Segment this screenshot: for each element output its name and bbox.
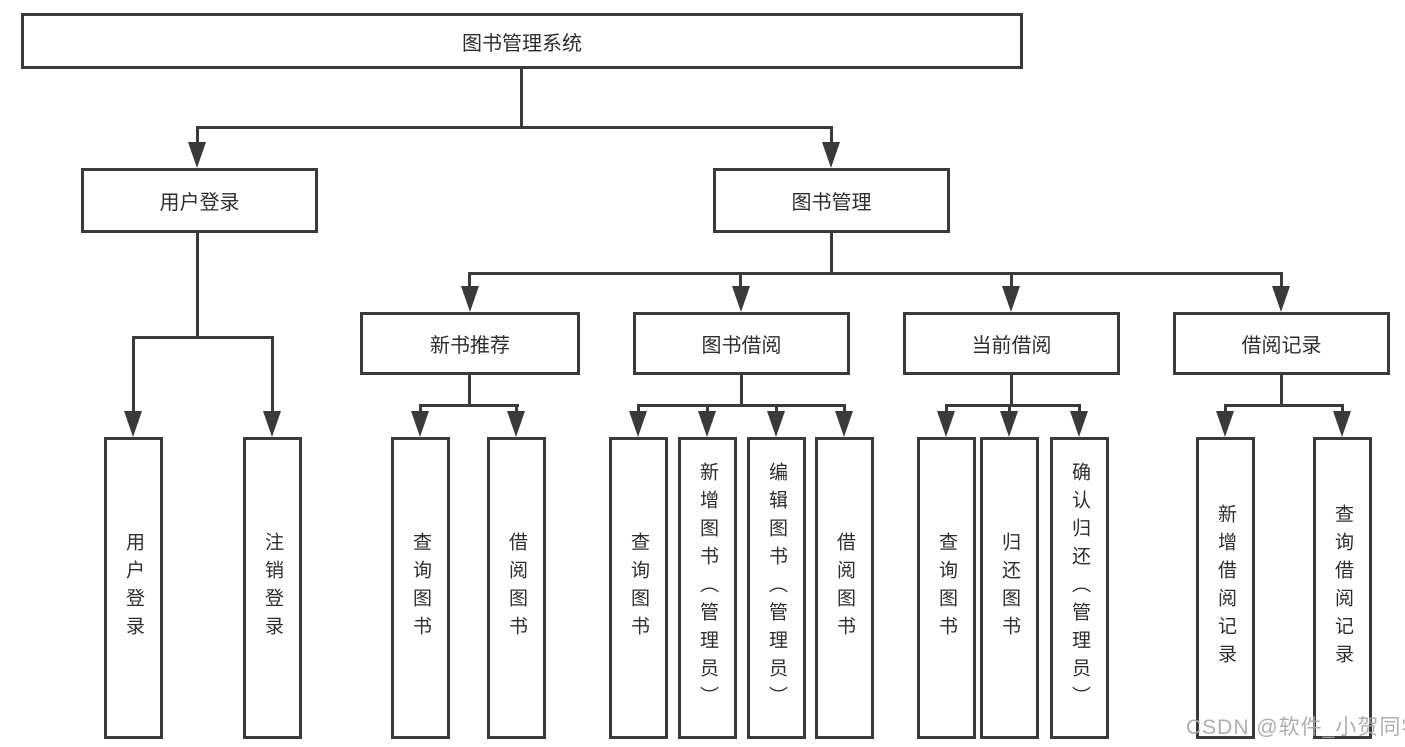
arrowhead-down-icon — [461, 286, 479, 312]
node-library-management-system: 图书管理系统 — [21, 13, 1023, 69]
node-label: 借阅记录 — [1241, 335, 1322, 357]
node-current-borrowing: 当前借阅 — [903, 312, 1120, 375]
node-label: 图书管理系统 — [462, 32, 582, 55]
arrowhead-down-icon — [767, 411, 785, 437]
arrowhead-down-icon — [698, 411, 716, 437]
node-label: 编辑图书（管理员） — [766, 462, 787, 714]
connector-mgmt-drop-3 — [1010, 272, 1013, 290]
node-label: 借阅图书 — [506, 532, 527, 644]
node-label: 确认归还（管理员） — [1069, 462, 1090, 714]
arrowhead-down-icon — [1070, 411, 1088, 437]
node-borrowing-records: 借阅记录 — [1173, 312, 1390, 375]
arrowhead-down-icon — [1333, 411, 1351, 437]
node-add-borrow-record: 新增借阅记录 — [1196, 437, 1255, 739]
node-label: 查询图书 — [410, 532, 431, 644]
node-return-book: 归还图书 — [980, 437, 1039, 739]
connector-login-stem — [196, 232, 199, 339]
connector-mgmt-drop-4 — [1280, 272, 1283, 290]
connector-mgmt-drop-1 — [468, 272, 471, 290]
arrowhead-down-icon — [937, 411, 955, 437]
node-label: 新增图书（管理员） — [697, 462, 718, 714]
node-label: 图书借阅 — [701, 335, 782, 357]
node-label: 新书推荐 — [430, 335, 510, 357]
arrowhead-down-icon — [263, 411, 281, 437]
node-label: 归还图书 — [999, 532, 1020, 644]
node-search-book-borrowing: 查询图书 — [609, 437, 668, 739]
connector-groupB-hline — [637, 404, 846, 407]
node-label: 借阅图书 — [834, 532, 855, 644]
arrowhead-down-icon — [835, 411, 853, 437]
csdn-watermark: CSDN @软件_小贺同学 — [1186, 716, 1405, 739]
arrowhead-down-icon — [1000, 411, 1018, 437]
connector-root-right-drop — [830, 126, 833, 150]
arrowhead-down-icon — [1002, 286, 1020, 312]
node-borrow-book: 借阅图书 — [815, 437, 874, 739]
connector-groupC-stem — [1010, 375, 1013, 406]
connector-groupD-hline — [1224, 404, 1344, 407]
node-label: 查询借阅记录 — [1332, 504, 1353, 672]
connector-root-hline — [196, 126, 833, 129]
node-label: 新增借阅记录 — [1215, 504, 1236, 672]
connector-groupD-stem — [1280, 375, 1283, 406]
node-edit-book-admin: 编辑图书（管理员） — [747, 437, 806, 739]
node-logout-leaf: 注销登录 — [243, 437, 302, 739]
arrowhead-down-icon — [732, 286, 750, 312]
node-add-book-admin: 新增图书（管理员） — [678, 437, 737, 739]
node-confirm-return-admin: 确认归还（管理员） — [1050, 437, 1109, 739]
node-user-login-leaf: 用户登录 — [104, 437, 163, 739]
node-user-login: 用户登录 — [81, 168, 318, 233]
node-book-management: 图书管理 — [713, 168, 950, 233]
connector-mgmt-stem — [830, 232, 833, 275]
node-book-borrowing: 图书借阅 — [633, 312, 850, 375]
arrowhead-down-icon — [188, 142, 206, 168]
arrowhead-down-icon — [822, 142, 840, 168]
connector-root-stem — [520, 68, 523, 128]
connector-groupA-stem — [468, 375, 471, 406]
node-search-book-recommend: 查询图书 — [391, 437, 450, 739]
connector-login-hline — [132, 336, 274, 339]
arrowhead-down-icon — [124, 411, 142, 437]
connector-root-left-drop — [196, 126, 199, 150]
node-label: 当前借阅 — [971, 335, 1052, 357]
connector-login-drop-1 — [132, 336, 135, 416]
node-label: 注销登录 — [262, 532, 283, 644]
node-borrow-book-recommend: 借阅图书 — [487, 437, 546, 739]
arrowhead-down-icon — [1216, 411, 1234, 437]
connector-groupB-stem — [740, 375, 743, 406]
node-label: 用户登录 — [159, 192, 240, 214]
arrowhead-down-icon — [411, 411, 429, 437]
node-new-book-recommend: 新书推荐 — [360, 312, 580, 375]
connector-login-drop-2 — [271, 336, 274, 416]
connector-groupC-hline — [945, 404, 1081, 407]
node-label: 图书管理 — [791, 192, 872, 214]
arrowhead-down-icon — [629, 411, 647, 437]
arrowhead-down-icon — [1272, 286, 1290, 312]
connector-mgmt-drop-2 — [739, 272, 742, 290]
node-search-book-current: 查询图书 — [917, 437, 976, 739]
node-search-borrow-record: 查询借阅记录 — [1313, 437, 1372, 739]
node-label: 查询图书 — [936, 532, 957, 644]
arrowhead-down-icon — [507, 411, 525, 437]
node-label: 用户登录 — [123, 532, 144, 644]
connector-groupA-hline — [419, 404, 519, 407]
node-label: 查询图书 — [628, 532, 649, 644]
connector-mgmt-hline — [468, 272, 1282, 275]
